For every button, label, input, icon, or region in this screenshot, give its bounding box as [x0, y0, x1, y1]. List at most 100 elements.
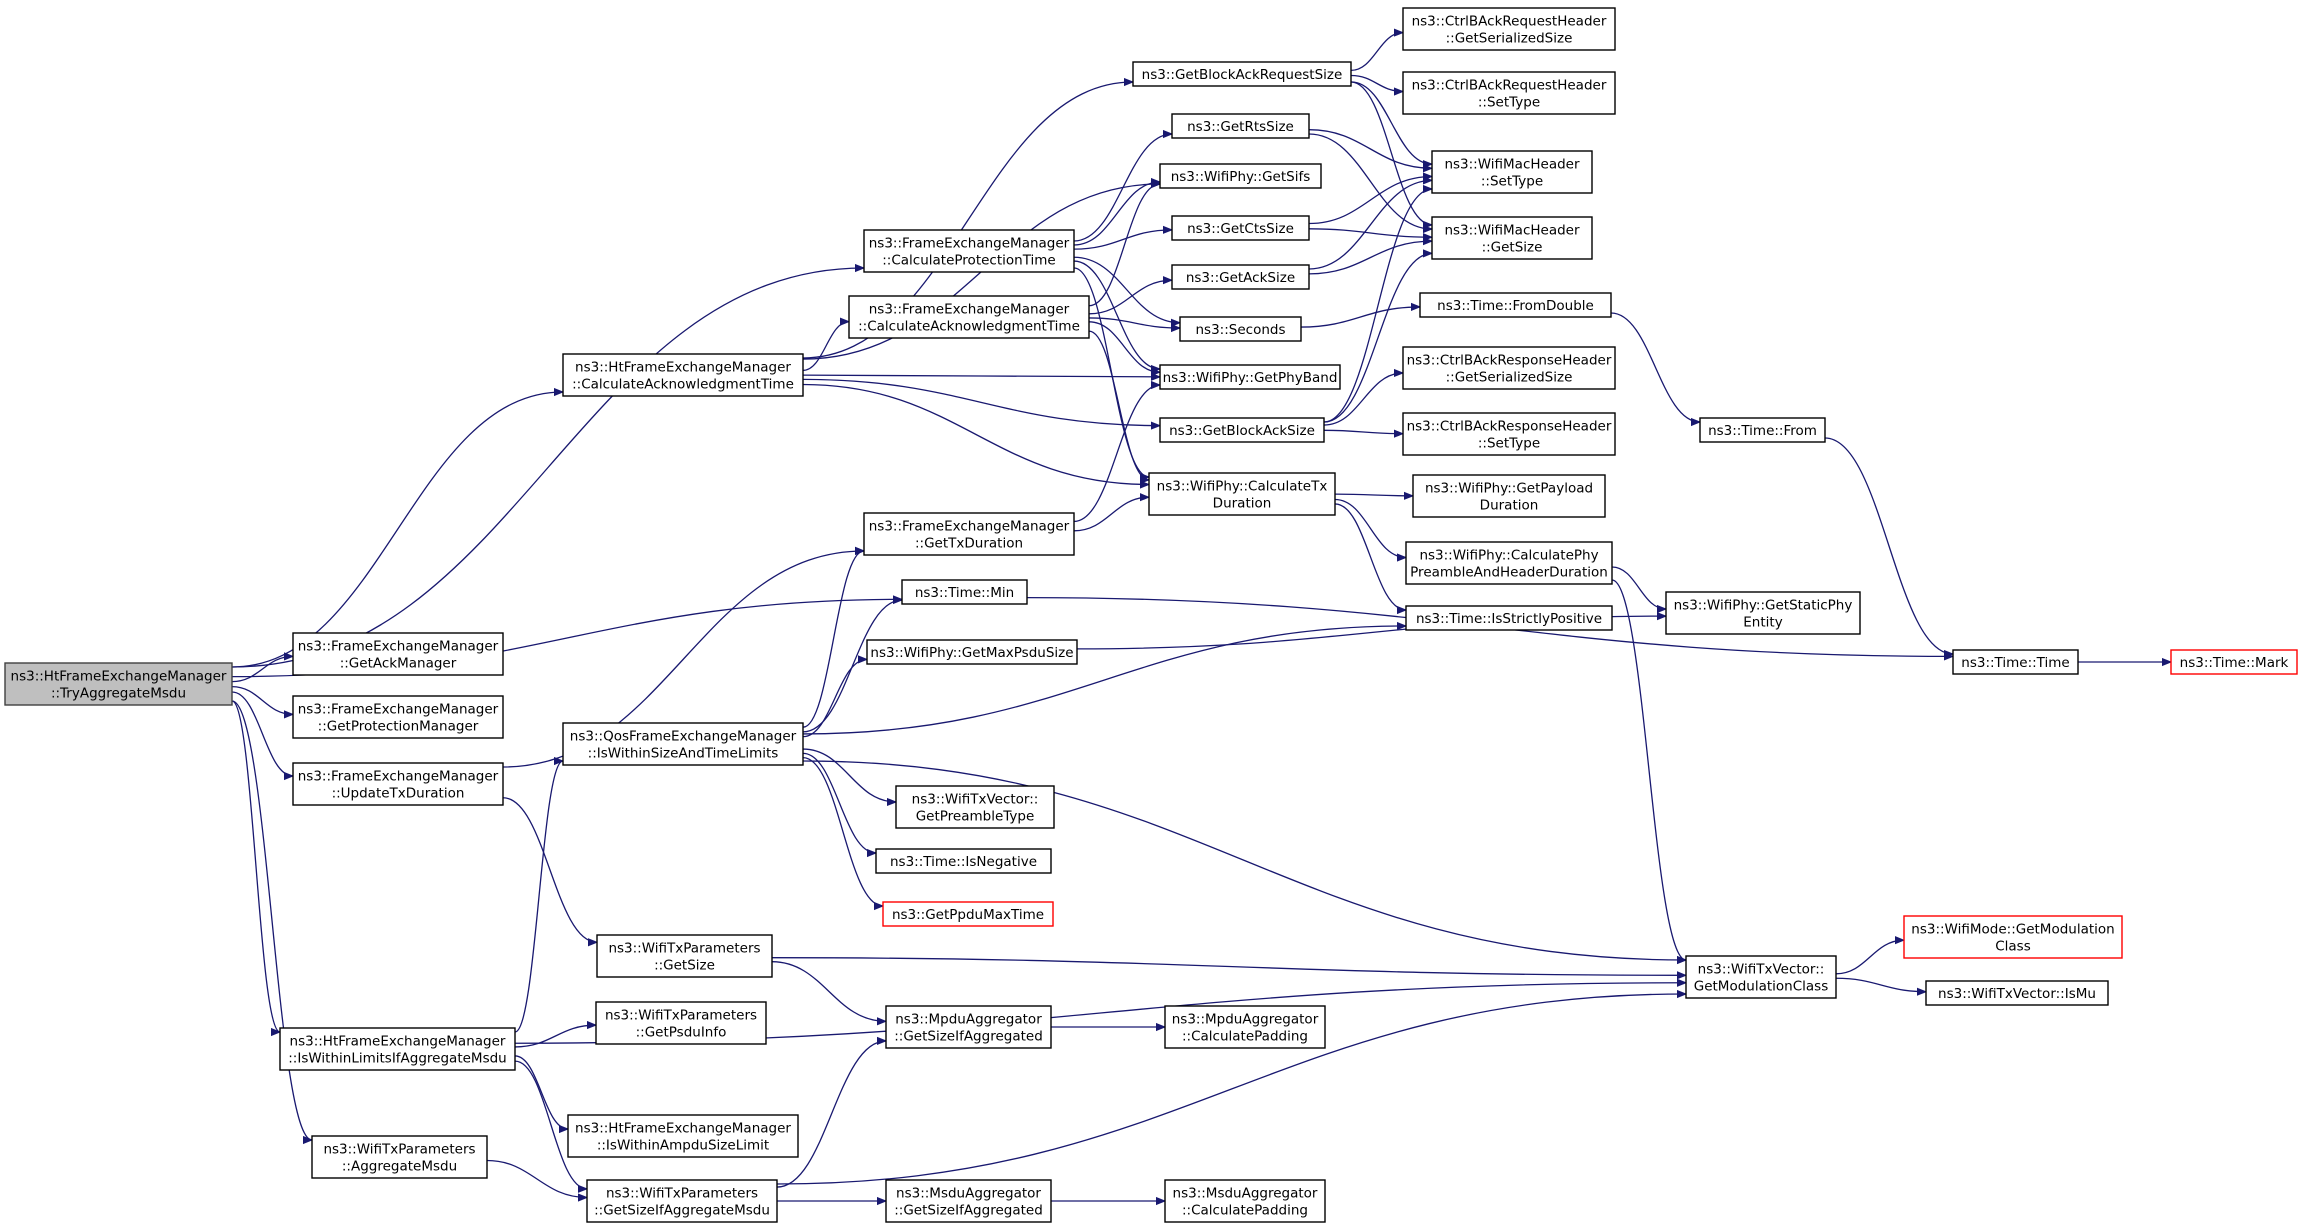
node-getphyband[interactable]: ns3::WifiPhy::GetPhyBand [1159, 364, 1341, 390]
edge-timefrom-to-timetime [1824, 437, 1953, 654]
edge-getacksize-to-macsettype [1308, 180, 1432, 270]
node-getcts[interactable]: ns3::GetCtsSize [1171, 215, 1310, 241]
edge-line [1073, 385, 1161, 523]
edge-htcalcack-to-calctxdur [802, 383, 1149, 485]
edge-line [231, 685, 293, 715]
node-label: ::IsWithinSizeAndTimeLimits [588, 746, 779, 762]
node-msdupad[interactable]: ns3::MsduAggregator::CalculatePadding [1164, 1179, 1326, 1223]
node-box [1405, 605, 1613, 631]
node-getbarsize[interactable]: ns3::GetBlockAckRequestSize [1132, 61, 1352, 87]
node-isstrictpos[interactable]: ns3::Time::IsStrictlyPositive [1405, 605, 1613, 631]
node-getpsduinfo[interactable]: ns3::WifiTxParameters::GetPsduInfo [595, 1001, 767, 1045]
node-box [1159, 163, 1322, 189]
node-label: ns3::WifiPhy::GetPayload [1425, 481, 1593, 497]
edge-fegettx-to-getphyband [1073, 385, 1161, 523]
node-barsettype[interactable]: ns3::CtrlBAckRequestHeader::SetType [1402, 71, 1616, 115]
node-getackmgr[interactable]: ns3::FrameExchangeManager::GetAckManager [292, 632, 504, 676]
node-label: ns3::WifiPhy::GetPhyBand [1163, 370, 1338, 386]
node-fromdouble[interactable]: ns3::Time::FromDouble [1419, 292, 1612, 318]
node-label: ::SetType [1478, 95, 1540, 111]
edge-seconds-to-fromdouble [1300, 307, 1420, 328]
node-label: ns3::Time::Min [915, 585, 1014, 601]
node-box [1419, 292, 1612, 318]
node-box [1402, 412, 1616, 456]
node-macgetsize[interactable]: ns3::WifiMacHeader::GetSize [1431, 216, 1593, 260]
node-fecalcack[interactable]: ns3::FrameExchangeManager::CalculateAckn… [848, 295, 1090, 339]
node-label: ns3::CtrlBAckRequestHeader [1412, 78, 1607, 94]
node-qosiswithin[interactable]: ns3::QosFrameExchangeManager::IsWithinSi… [562, 722, 804, 766]
edge-line [802, 659, 868, 738]
node-timemark[interactable]: ns3::Time::Mark [2170, 649, 2298, 675]
node-htiswithin[interactable]: ns3::HtFrameExchangeManager::IsWithinLim… [279, 1027, 516, 1071]
node-brsettype[interactable]: ns3::CtrlBAckResponseHeader::SetType [1402, 412, 1616, 456]
node-getpreamble[interactable]: ns3::WifiTxVector::GetPreambleType [895, 785, 1055, 829]
node-label: ns3::Time::From [1708, 423, 1817, 439]
node-label: ::GetAckManager [340, 656, 457, 672]
node-box [586, 1179, 778, 1223]
node-macsettype[interactable]: ns3::WifiMacHeader::SetType [1431, 150, 1593, 194]
edge-line [231, 268, 864, 668]
node-getprotmgr[interactable]: ns3::FrameExchangeManager::GetProtection… [292, 695, 504, 739]
node-seconds[interactable]: ns3::Seconds [1179, 316, 1302, 342]
node-getmodclass[interactable]: ns3::WifiTxVector::GetModulationClass [1685, 955, 1837, 999]
edge-getbarsize-to-macsettype [1350, 81, 1432, 164]
node-timetime[interactable]: ns3::Time::Time [1952, 649, 2079, 675]
node-isnegative[interactable]: ns3::Time::IsNegative [875, 848, 1052, 874]
edge-line [802, 322, 850, 372]
node-getacksize[interactable]: ns3::GetAckSize [1171, 264, 1310, 290]
edge-fecalcprot-to-getrts [1073, 134, 1172, 242]
node-mpduagg[interactable]: ns3::MpduAggregator::GetSizeIfAggregated [885, 1005, 1052, 1049]
node-label: ns3::WifiPhy::GetSifs [1171, 169, 1311, 185]
node-label: Duration [1480, 498, 1539, 514]
node-getppdumax[interactable]: ns3::GetPpduMaxTime [882, 901, 1054, 927]
edge-line [1350, 33, 1404, 72]
node-getmaxpsdu[interactable]: ns3::WifiPhy::GetMaxPsduSize [866, 639, 1078, 665]
node-modegetclass[interactable]: ns3::WifiMode::GetModulationClass [1903, 915, 2123, 959]
node-box [2170, 649, 2298, 675]
node-box [562, 353, 804, 397]
edge-fecalcprot-to-getcts [1073, 230, 1172, 250]
node-timefrom[interactable]: ns3::Time::From [1699, 417, 1826, 443]
node-label: ns3::FrameExchangeManager [298, 769, 499, 785]
node-fecalcprot[interactable]: ns3::FrameExchangeManager::CalculateProt… [863, 229, 1075, 273]
edge-getmodclass-to-modegetclass [1835, 940, 1904, 975]
node-mpdupad[interactable]: ns3::MpduAggregator::CalculatePadding [1164, 1005, 1326, 1049]
node-box [596, 934, 773, 978]
node-htcalcack[interactable]: ns3::HtFrameExchangeManager::CalculateAc… [562, 353, 804, 397]
node-updatetx[interactable]: ns3::FrameExchangeManager::UpdateTxDurat… [292, 762, 504, 806]
node-getsizeifaggmsdu[interactable]: ns3::WifiTxParameters::GetSizeIfAggregat… [586, 1179, 778, 1223]
node-root[interactable]: ns3::HtFrameExchangeManager::TryAggregat… [4, 662, 233, 706]
edge-getacksize-to-macgetsize [1308, 241, 1432, 275]
node-ismu[interactable]: ns3::WifiTxVector::IsMu [1925, 980, 2109, 1006]
node-label: ns3::WifiPhy::CalculateTx [1157, 479, 1328, 495]
node-label: ::GetSize [1482, 240, 1543, 256]
node-box [1699, 417, 1826, 443]
edge-fecalcprot-to-getphyband [1073, 260, 1161, 369]
node-aggmsdu[interactable]: ns3::WifiTxParameters::AggregateMsdu [311, 1135, 488, 1179]
node-timemin[interactable]: ns3::Time::Min [901, 579, 1028, 605]
node-barser[interactable]: ns3::CtrlBAckRequestHeader::GetSerialize… [1402, 7, 1616, 51]
node-label: ::GetSerializedSize [1446, 31, 1573, 47]
node-label: Class [1995, 939, 2031, 955]
edge-line [1308, 133, 1432, 229]
edge-root-to-getprotmgr [231, 685, 293, 715]
node-txpgetsize[interactable]: ns3::WifiTxParameters::GetSize [596, 934, 773, 978]
node-box [1685, 955, 1837, 999]
node-getrts[interactable]: ns3::GetRtsSize [1171, 113, 1310, 139]
node-msduagg[interactable]: ns3::MsduAggregator::GetSizeIfAggregated [885, 1179, 1052, 1223]
node-brser[interactable]: ns3::CtrlBAckResponseHeader::GetSerializ… [1402, 346, 1616, 390]
node-iswithinampdu[interactable]: ns3::HtFrameExchangeManager::IsWithinAmp… [567, 1114, 799, 1158]
node-getsifs[interactable]: ns3::WifiPhy::GetSifs [1159, 163, 1322, 189]
node-label: ::CalculatePadding [1182, 1203, 1308, 1219]
node-getbasize[interactable]: ns3::GetBlockAckSize [1159, 417, 1325, 443]
node-label: ns3::HtFrameExchangeManager [575, 360, 791, 376]
edge-txpgetsize-to-getmodclass [771, 957, 1686, 976]
edge-line [514, 1025, 596, 1048]
node-calcpreamble[interactable]: ns3::WifiPhy::CalculatePhyPreambleAndHea… [1405, 541, 1613, 585]
node-label: ::TryAggregateMsdu [51, 686, 186, 702]
node-fegettx[interactable]: ns3::FrameExchangeManager::GetTxDuration [863, 512, 1075, 556]
